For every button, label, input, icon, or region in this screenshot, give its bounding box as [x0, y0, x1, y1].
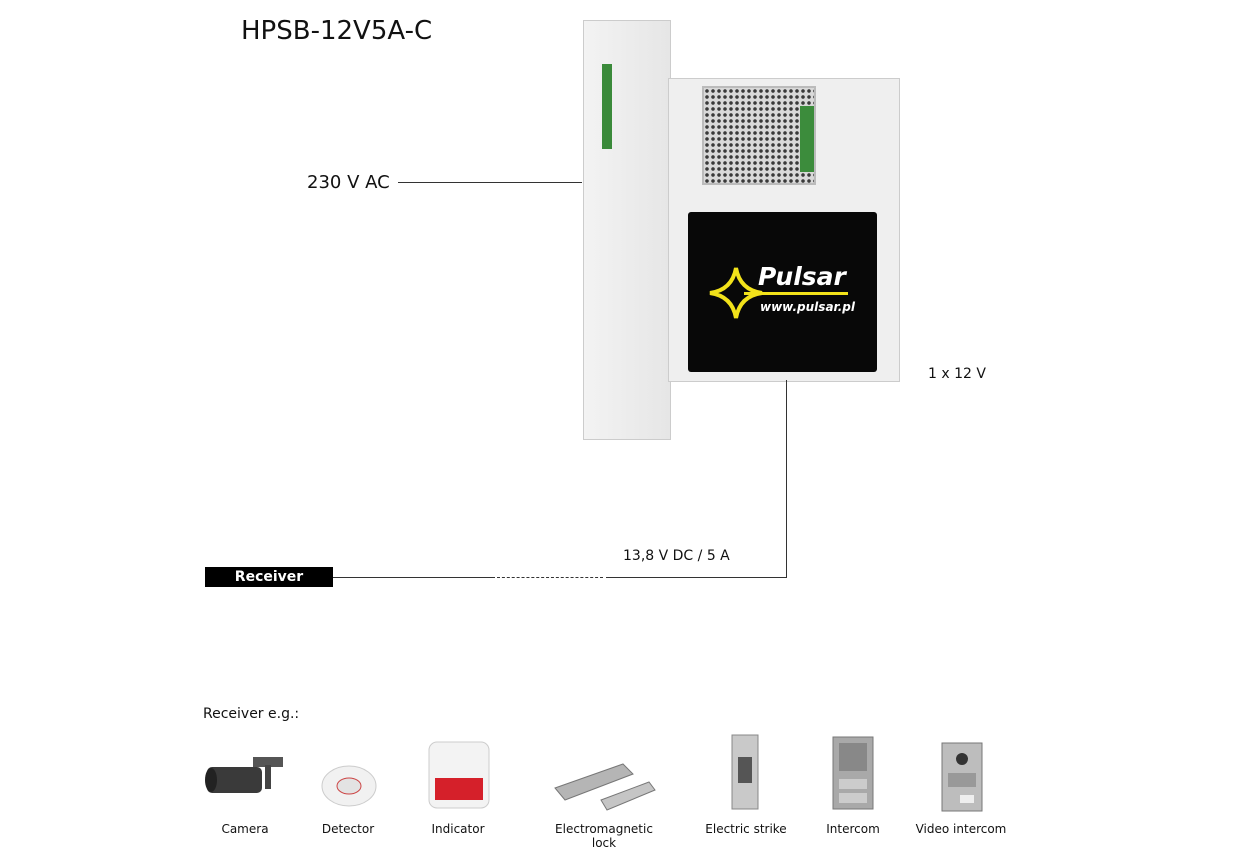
pulsar-logo-icon: [709, 267, 763, 319]
input-line: [398, 182, 582, 183]
input-voltage-label: 230 V AC: [307, 172, 390, 193]
logo-underline: [744, 292, 848, 295]
receiver-camera-label: Camera: [221, 822, 269, 836]
product-title: HPSB-12V5A-C: [241, 16, 433, 46]
receiver-electric-strike-label: Electric strike: [705, 822, 787, 836]
receiver-box: Receiver: [205, 567, 333, 587]
output-label: 13,8 V DC / 5 A: [623, 548, 730, 564]
led-board: [602, 64, 612, 149]
video-intercom-icon: [941, 742, 983, 812]
receiver-detector-label: Detector: [321, 822, 375, 836]
output-line-horizontal: [606, 577, 787, 578]
terminal-block: [800, 106, 814, 172]
output-line-vertical: [786, 380, 787, 577]
receiver-intercom-label: Intercom: [826, 822, 880, 836]
battery-url: www.pulsar.pl: [760, 300, 856, 314]
receiver-electromagnetic-lock-label: Electromagnetic lock: [555, 822, 653, 850]
receiver-line: [333, 577, 495, 578]
power-supply-module: [702, 86, 816, 185]
battery-brand: Pulsar: [758, 262, 846, 291]
detector-icon: [321, 765, 377, 807]
receiver-video-intercom-label: Video intercom: [915, 822, 1007, 836]
electric-strike-icon: [731, 734, 759, 810]
output-line-dashed: [497, 577, 603, 578]
electromagnetic-lock-icon: [554, 763, 656, 811]
indicator-icon: [428, 741, 490, 809]
camera-icon: [205, 757, 283, 793]
receivers-heading: Receiver e.g.:: [203, 706, 300, 722]
battery-label: 1 x 12 V: [928, 366, 986, 382]
intercom-icon: [832, 736, 874, 810]
receiver-indicator-label: Indicator: [431, 822, 485, 836]
enclosure-door: [583, 20, 671, 440]
